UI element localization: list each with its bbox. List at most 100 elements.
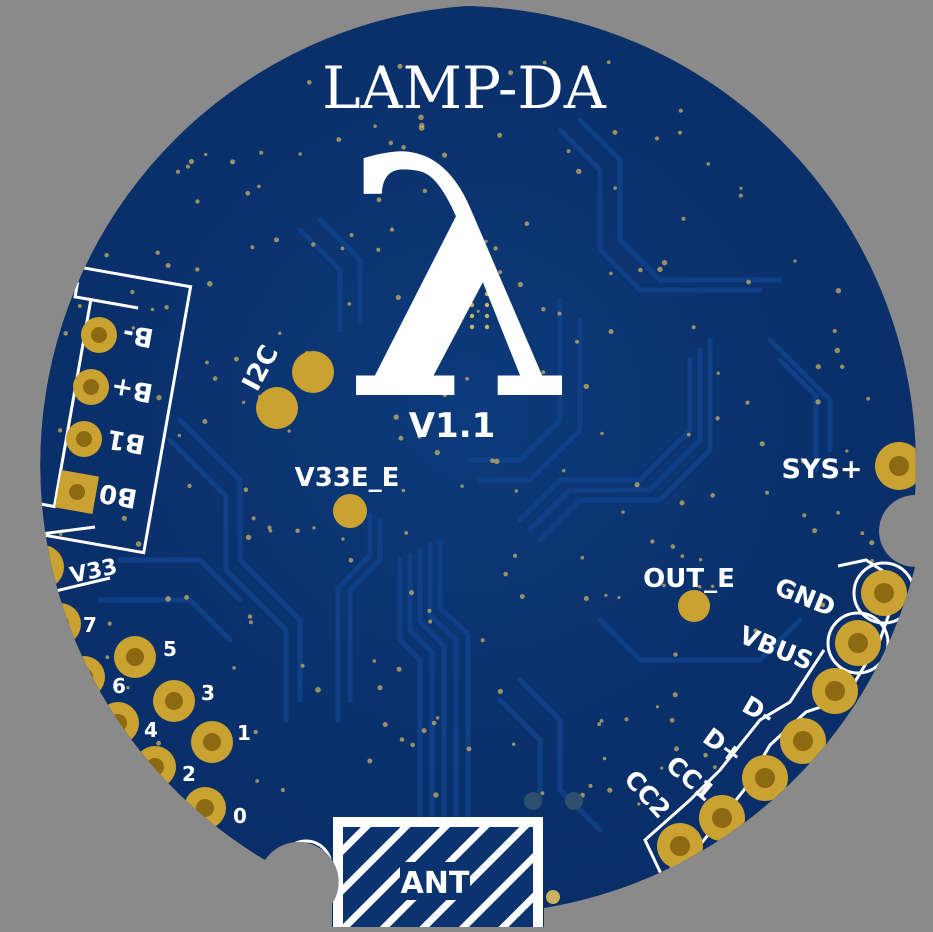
gpio-label-3: 3 bbox=[201, 681, 215, 705]
via bbox=[466, 746, 472, 752]
via bbox=[514, 489, 518, 493]
via bbox=[184, 595, 190, 600]
via bbox=[832, 328, 837, 334]
battery-label-b0: B0 bbox=[97, 477, 140, 513]
i2c-pad-1 bbox=[292, 351, 334, 393]
via bbox=[418, 344, 423, 349]
via bbox=[835, 288, 842, 294]
via bbox=[454, 302, 460, 308]
via bbox=[494, 458, 500, 464]
via bbox=[422, 188, 428, 194]
via bbox=[401, 145, 406, 150]
via bbox=[195, 267, 200, 272]
via bbox=[466, 236, 472, 242]
via bbox=[650, 539, 655, 544]
via bbox=[506, 309, 511, 313]
via bbox=[156, 740, 162, 746]
via bbox=[150, 307, 155, 312]
via bbox=[336, 137, 342, 143]
usb-connector-outline bbox=[643, 558, 902, 879]
via bbox=[860, 531, 865, 536]
via bbox=[604, 593, 608, 598]
via bbox=[469, 291, 475, 297]
via bbox=[395, 294, 401, 300]
via bbox=[691, 325, 696, 330]
via bbox=[738, 193, 743, 198]
via bbox=[613, 186, 617, 190]
sys-plus-label: SYS+ bbox=[781, 454, 862, 485]
via bbox=[672, 692, 678, 698]
via bbox=[765, 490, 770, 495]
via bbox=[204, 152, 208, 157]
via bbox=[253, 729, 258, 735]
via bbox=[442, 152, 448, 158]
via bbox=[105, 655, 110, 660]
via bbox=[800, 459, 806, 464]
via bbox=[686, 432, 691, 437]
via bbox=[177, 433, 182, 438]
via bbox=[437, 176, 442, 182]
via bbox=[212, 376, 218, 381]
via bbox=[399, 737, 405, 742]
via bbox=[815, 399, 821, 405]
via bbox=[393, 414, 399, 420]
via bbox=[388, 140, 393, 146]
via bbox=[207, 281, 213, 287]
v33-pad bbox=[40, 545, 64, 589]
via bbox=[247, 614, 253, 619]
via bbox=[739, 186, 743, 190]
via bbox=[566, 149, 571, 154]
via bbox=[617, 595, 621, 600]
via bbox=[600, 431, 604, 436]
via bbox=[433, 792, 439, 798]
via bbox=[484, 324, 490, 330]
via bbox=[674, 746, 679, 752]
via bbox=[382, 722, 388, 727]
via bbox=[396, 666, 402, 672]
via bbox=[409, 590, 415, 596]
via bbox=[165, 596, 171, 602]
via bbox=[245, 190, 251, 196]
via bbox=[267, 525, 272, 530]
gpio-label-5: 5 bbox=[163, 637, 177, 661]
via bbox=[508, 70, 514, 76]
via bbox=[669, 717, 675, 723]
via bbox=[460, 484, 464, 488]
gpio-label-4: 4 bbox=[144, 718, 158, 742]
via bbox=[439, 313, 445, 319]
via bbox=[834, 347, 840, 354]
via bbox=[185, 164, 190, 169]
via bbox=[836, 510, 840, 515]
version-label: V1.1 bbox=[409, 406, 496, 446]
via bbox=[715, 416, 720, 421]
via bbox=[280, 787, 285, 793]
via bbox=[243, 487, 249, 493]
via bbox=[638, 267, 643, 273]
via bbox=[121, 515, 127, 521]
via bbox=[311, 242, 316, 247]
via bbox=[397, 63, 403, 69]
via bbox=[389, 227, 395, 232]
v33e-e-label: V33E_E bbox=[295, 463, 400, 493]
via bbox=[376, 197, 382, 203]
via bbox=[454, 324, 460, 330]
via bbox=[454, 291, 460, 297]
via bbox=[517, 281, 524, 288]
via bbox=[542, 60, 547, 65]
via bbox=[497, 688, 503, 695]
via bbox=[606, 60, 611, 64]
via bbox=[465, 376, 469, 381]
via bbox=[480, 638, 485, 643]
via bbox=[469, 302, 475, 308]
via bbox=[131, 326, 135, 330]
via bbox=[126, 686, 130, 690]
via bbox=[524, 221, 530, 226]
gpio-pad-7 bbox=[40, 603, 81, 645]
via bbox=[753, 628, 758, 634]
antenna-label: ANT bbox=[401, 866, 470, 901]
via bbox=[583, 596, 589, 601]
via bbox=[372, 659, 377, 663]
via bbox=[713, 765, 717, 770]
via bbox=[418, 114, 424, 121]
via bbox=[458, 270, 462, 275]
